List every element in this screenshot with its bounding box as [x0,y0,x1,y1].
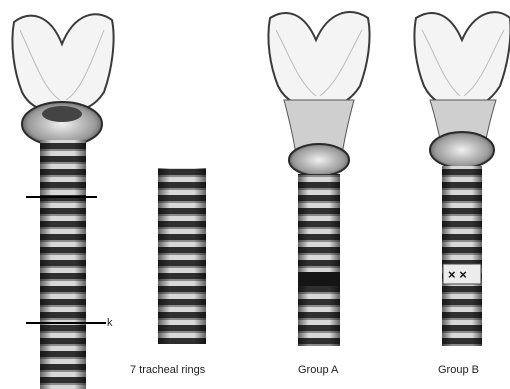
group-b-caption: Group B [438,364,479,376]
thyroid-cartilage [268,12,369,108]
group-a-panel: Group A [268,12,369,376]
group-b-panel: × × Group B [414,12,510,376]
cricoid-cartilage [289,144,349,176]
thyroid-cartilage [12,14,113,112]
svg-text:k: k [107,317,113,329]
resected-segment-caption: 7 tracheal rings [130,364,206,376]
anastomosis-site [298,272,340,286]
resected-segment-panel: 7 tracheal rings [130,168,206,376]
full-trachea-panel: k [12,14,113,389]
thyroid-cartilage [414,12,510,108]
cricoid-cartilage [430,132,494,168]
suture-marks: × × [448,267,467,282]
group-a-caption: Group A [298,364,339,376]
